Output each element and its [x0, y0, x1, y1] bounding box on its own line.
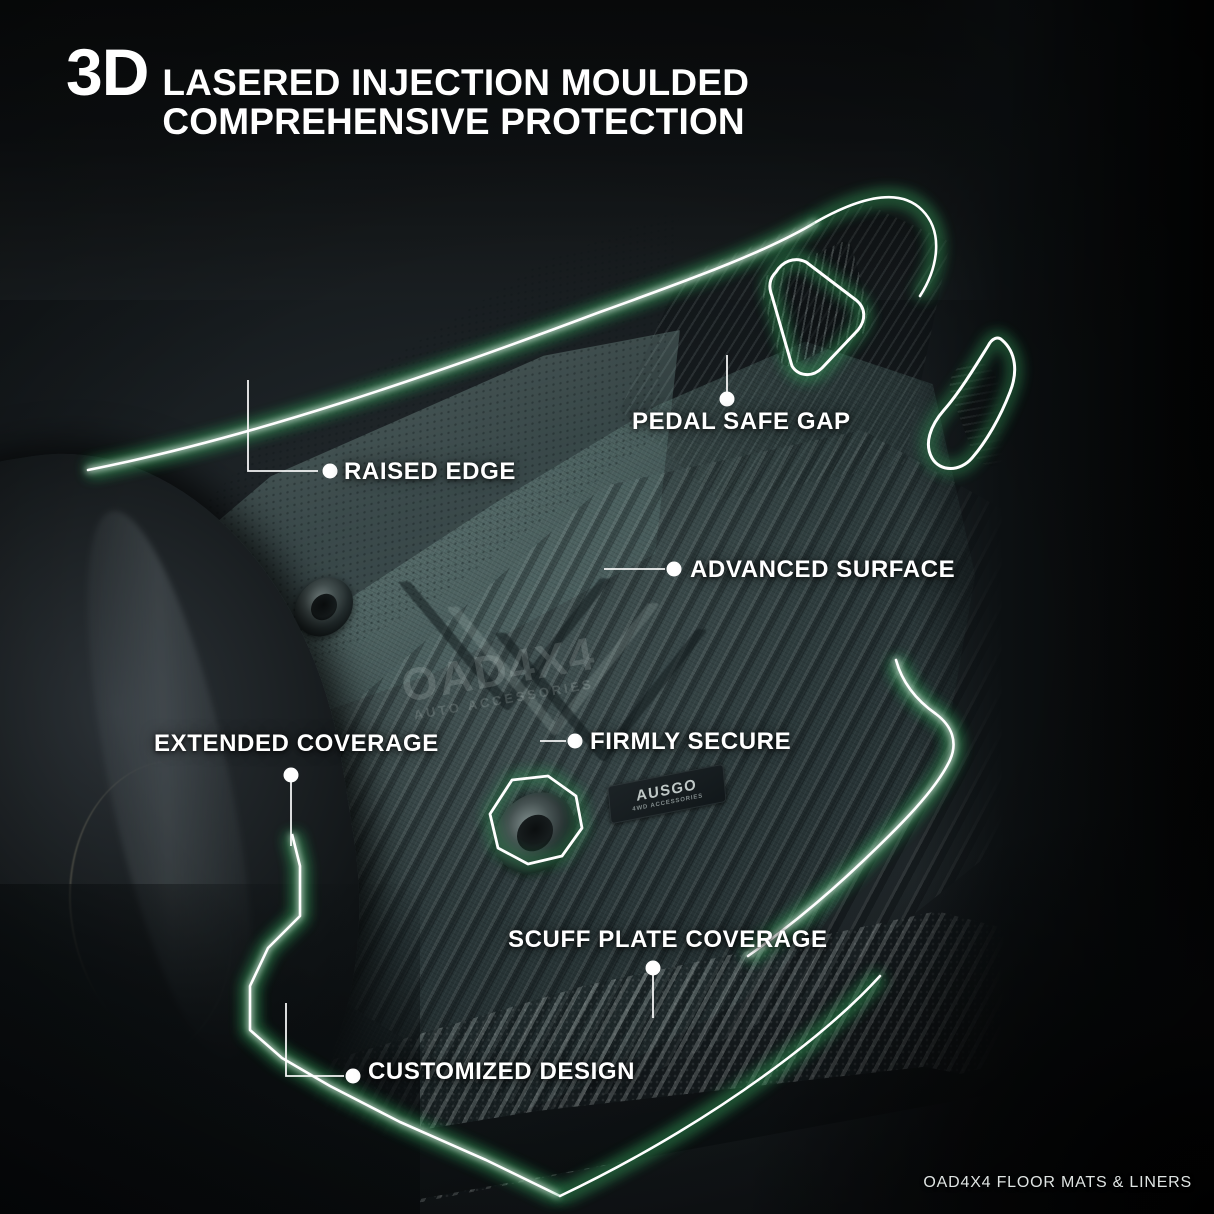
leader-scuff-plate-coverage [645, 960, 661, 1018]
callout-firmly-secure: FIRMLY SECURE [590, 728, 792, 755]
brake-pedal-outline [764, 254, 869, 380]
accelerator-pedal-outline [924, 333, 1020, 473]
raised-edge-outline [85, 216, 820, 477]
callout-scuff-plate-coverage: SCUFF PLATE COVERAGE [508, 926, 828, 953]
leader-customized-design [285, 1003, 361, 1084]
headline-line-2: COMPREHENSIVE PROTECTION [162, 101, 745, 143]
leader-pedal-safe-gap [719, 355, 735, 407]
leader-extended-coverage [283, 767, 299, 846]
mat-right-edge-outline [744, 191, 960, 962]
leader-advanced-surface [604, 561, 682, 577]
headline-block: 3D LASERED INJECTION MOULDED COMPREHENSI… [66, 35, 966, 143]
extended-coverage-outline [243, 832, 563, 1202]
callout-raised-edge: RAISED EDGE [344, 458, 516, 485]
callout-extended-coverage: EXTENDED COVERAGE [154, 730, 439, 757]
callout-pedal-safe-gap: PEDAL SAFE GAP [632, 408, 851, 435]
callout-advanced-surface: ADVANCED SURFACE [690, 556, 956, 583]
fastener-outline [485, 771, 587, 869]
callout-customized-design: CUSTOMIZED DESIGN [368, 1058, 636, 1085]
headline-line-1: LASERED INJECTION MOULDED [162, 62, 750, 103]
footer-brandline: OAD4X4 FLOOR MATS & LINERS [923, 1174, 1192, 1191]
leader-raised-edge [247, 380, 338, 479]
leader-firmly-secure [540, 733, 583, 749]
scuff-plate-outline [557, 971, 885, 1202]
headline-3d-badge: 3D [66, 35, 149, 109]
